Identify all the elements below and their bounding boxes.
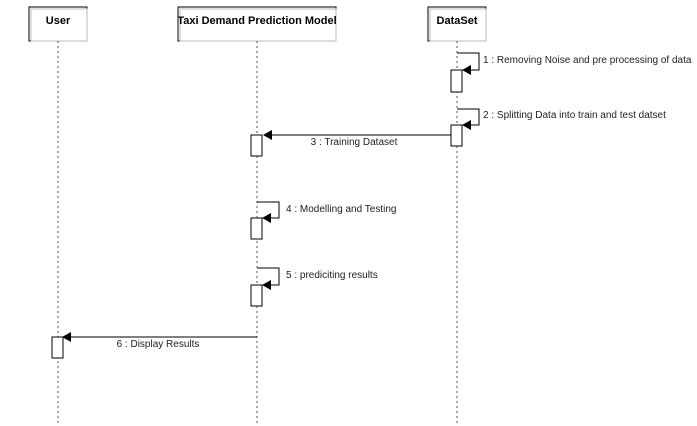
- activation-model-1: [250, 134, 263, 157]
- activation-model-2: [250, 217, 263, 240]
- message-2: 2 : Splitting Data into train and test d…: [457, 108, 666, 130]
- actor-label-model: Taxi Demand Prediction Model: [177, 15, 336, 27]
- message-label-6: 6 : Display Results: [117, 339, 200, 350]
- activation-dataset-1: [450, 69, 463, 93]
- actor-label-dataset: DataSet: [437, 15, 478, 27]
- actor-dataset: DataSet: [427, 6, 487, 42]
- message-label-5: 5 : prediciting results: [286, 270, 378, 281]
- activation-user-1: [51, 336, 64, 359]
- message-5: 5 : prediciting results: [257, 267, 378, 290]
- message-label-1: 1 : Removing Noise and pre processing of…: [483, 55, 692, 66]
- activation-dataset-2: [450, 124, 463, 147]
- actor-model: Taxi Demand Prediction Model: [177, 6, 337, 42]
- message-6: 6 : Display Results: [62, 332, 257, 350]
- actor-user: User: [28, 6, 88, 42]
- message-label-3: 3 : Training Dataset: [311, 137, 398, 148]
- message-4: 4 : Modelling and Testing: [257, 201, 396, 223]
- message-label-2: 2 : Splitting Data into train and test d…: [483, 110, 666, 121]
- message-3: 3 : Training Dataset: [263, 130, 451, 148]
- message-1: 1 : Removing Noise and pre processing of…: [457, 52, 692, 75]
- message-label-4: 4 : Modelling and Testing: [286, 204, 396, 215]
- actor-label-user: User: [46, 15, 71, 27]
- activation-model-3: [250, 284, 263, 307]
